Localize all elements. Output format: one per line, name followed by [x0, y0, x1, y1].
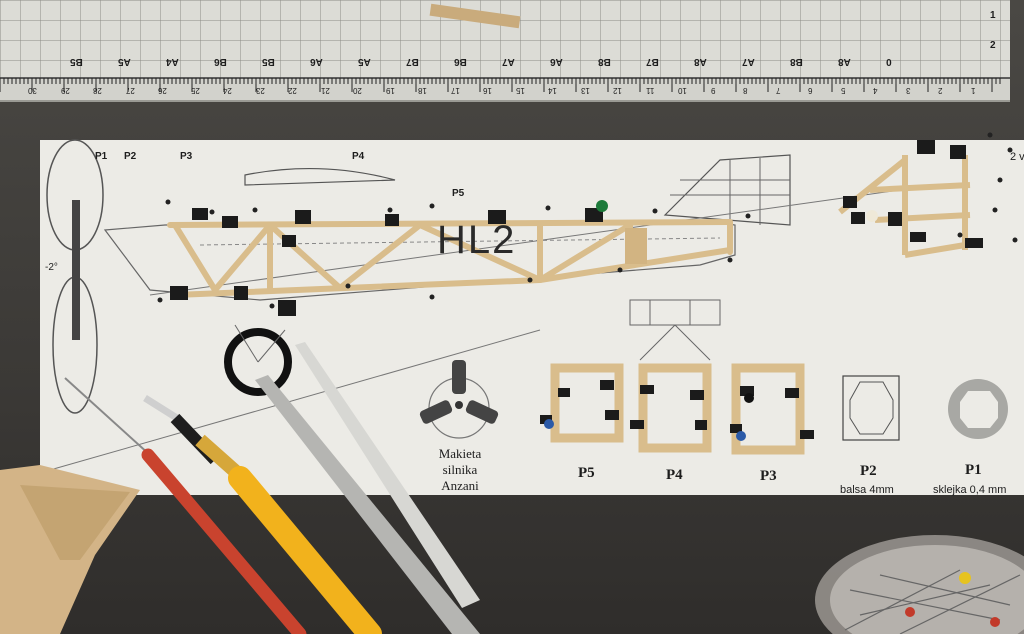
frame-label-p1: P1 — [965, 462, 982, 478]
wing-outline — [244, 168, 396, 186]
tail-frame-assembly — [838, 155, 971, 258]
balsa-truss — [167, 219, 733, 298]
pins — [157, 132, 1018, 309]
frame-caption-p1: sklejka 0,4 mm — [933, 484, 1007, 496]
black-pin-head — [744, 393, 754, 403]
hobby-knives — [64, 377, 382, 634]
green-pin-head — [596, 200, 608, 212]
white-pin-head — [866, 210, 878, 222]
stabilizer-outline — [629, 299, 721, 326]
propeller-hub — [72, 200, 80, 340]
ground-line — [149, 189, 901, 296]
engine-caption-line-1: Makieta — [438, 446, 482, 461]
engine-cylinder-right — [465, 400, 499, 424]
wheel-ring — [224, 328, 292, 396]
label-p1: P1 — [95, 151, 108, 162]
p1-cutout — [960, 391, 998, 428]
ground-line-lower — [49, 329, 541, 471]
label-p5: P5 — [452, 188, 465, 199]
frame-label-p2: P2 — [860, 463, 877, 479]
frame-label-p5: P5 — [578, 465, 595, 481]
engine-caption-line-2: silnika — [442, 462, 478, 477]
label-p4: P4 — [352, 151, 365, 162]
ruler-right-number: 1 — [990, 10, 996, 21]
engine-caption: Makieta silnika Anzani — [428, 446, 492, 494]
engine-cylinder-top — [452, 360, 466, 394]
tweezers — [255, 342, 480, 634]
engine-cylinder-left — [419, 400, 453, 424]
balsa-block — [625, 228, 647, 264]
pins-in-box — [844, 569, 1021, 634]
label-p3: P3 — [180, 151, 193, 162]
tail-fin-outline — [663, 154, 791, 226]
p2-template — [842, 375, 900, 441]
registration-mark: HL2 — [437, 218, 517, 262]
blue-pin-head — [736, 431, 746, 441]
blue-pin-head — [544, 419, 554, 429]
ruler-grid — [0, 0, 1010, 100]
corner-text: 2 v — [1010, 151, 1024, 163]
p2-octagon — [849, 381, 894, 435]
black-clips — [170, 140, 983, 316]
balsa-frames — [550, 363, 805, 455]
frame-clips — [540, 380, 814, 439]
frame-label-p3: P3 — [760, 468, 777, 484]
engine-caption-line-3: Anzani — [441, 478, 479, 493]
frame-label-p4: P4 — [666, 467, 683, 483]
ruler-right-number: 2 — [990, 40, 996, 51]
frame-caption-p2: balsa 4mm — [840, 484, 894, 496]
incidence-angle: -2° — [45, 262, 58, 273]
label-p2: P2 — [124, 151, 137, 162]
